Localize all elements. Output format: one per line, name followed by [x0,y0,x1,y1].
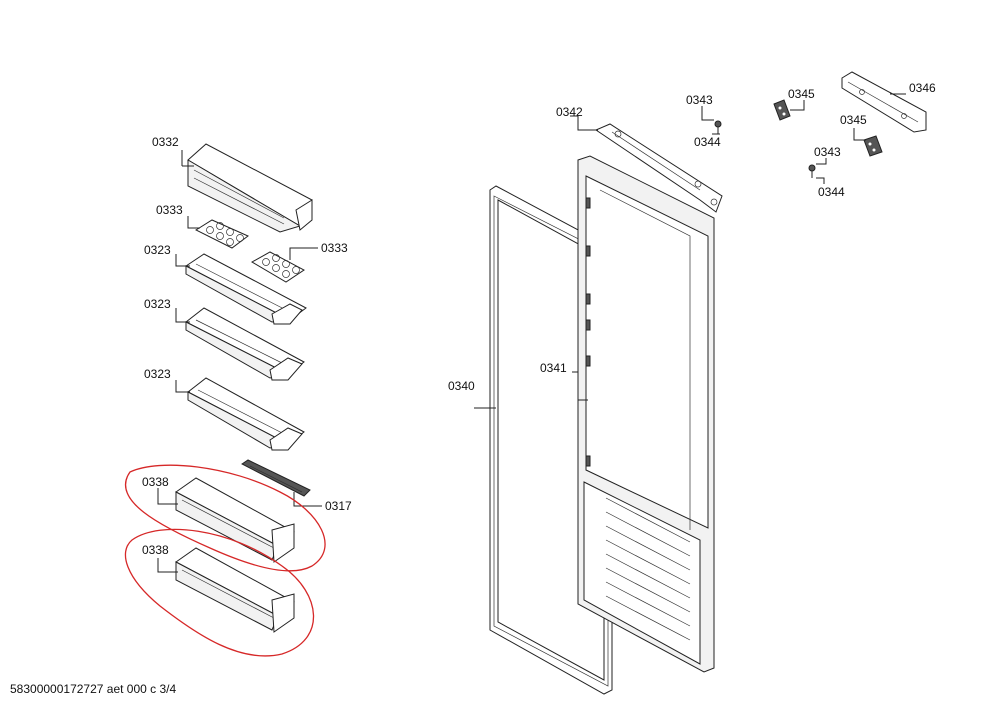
label-0333-a[interactable]: 0333 [156,203,183,217]
highlight-circle-0338-b [124,528,315,657]
leader-0333-b [289,247,318,260]
label-0341[interactable]: 0341 [540,361,567,375]
leader-0341 [572,371,588,401]
part-0338-bottle-shelf-b[interactable] [175,547,295,633]
label-0317[interactable]: 0317 [325,499,352,513]
leader-0323-c [175,380,190,393]
part-0323-door-shelf-c[interactable] [187,377,305,451]
label-0338-b[interactable]: 0338 [142,543,169,557]
leader-0345-a [790,100,805,111]
label-0345-a[interactable]: 0345 [788,87,815,101]
part-0343-screw-b[interactable] [808,164,816,178]
leader-0345-b [853,128,866,141]
label-0332[interactable]: 0332 [152,135,179,149]
leader-0323-b [175,308,190,323]
label-0344-b[interactable]: 0344 [818,185,845,199]
label-0333-b[interactable]: 0333 [321,241,348,255]
part-0323-door-shelf-a[interactable] [185,253,307,325]
part-0343-screw-a[interactable] [714,120,722,134]
label-0342[interactable]: 0342 [556,105,583,119]
highlight-circle-0338-a [124,464,326,572]
part-0345-hinge-plate-b[interactable] [863,135,883,157]
label-0343-b[interactable]: 0343 [814,145,841,159]
part-0333-egg-tray-a[interactable] [194,219,249,249]
part-0338-bottle-shelf-a[interactable] [175,477,295,563]
part-0317-cover-strip[interactable] [241,459,311,497]
leader-0343-a [701,106,714,121]
leader-0317 [293,492,322,507]
part-0346-handle-strip[interactable] [841,71,927,133]
part-0345-hinge-plate-a[interactable] [773,99,791,121]
label-0343-a[interactable]: 0343 [686,93,713,107]
label-0338-a[interactable]: 0338 [142,475,169,489]
leader-0333-a [187,216,200,229]
document-id-footer: 58300000172727 aet 000 c 3/4 [10,682,177,696]
part-0342-hinge-bracket[interactable] [594,123,723,213]
label-0345-b[interactable]: 0345 [840,113,867,127]
label-0346[interactable]: 0346 [909,81,936,95]
label-0323-c[interactable]: 0323 [144,367,171,381]
leader-0342 [570,115,598,131]
leader-0338-a [157,488,178,505]
part-0341-inner-door-panel[interactable] [577,155,715,673]
label-0323-b[interactable]: 0323 [144,297,171,311]
part-0332-dairy-compartment[interactable] [187,143,313,233]
leader-0338-b [157,558,178,573]
part-0323-door-shelf-b[interactable] [185,307,305,381]
part-0333-egg-tray-b[interactable] [250,251,305,283]
leader-0343-b [816,158,827,165]
label-0340[interactable]: 0340 [448,379,475,393]
leader-0344-b [816,177,825,184]
leader-0323-a [175,254,190,267]
label-0323-a[interactable]: 0323 [144,243,171,257]
label-0344-a[interactable]: 0344 [694,135,721,149]
